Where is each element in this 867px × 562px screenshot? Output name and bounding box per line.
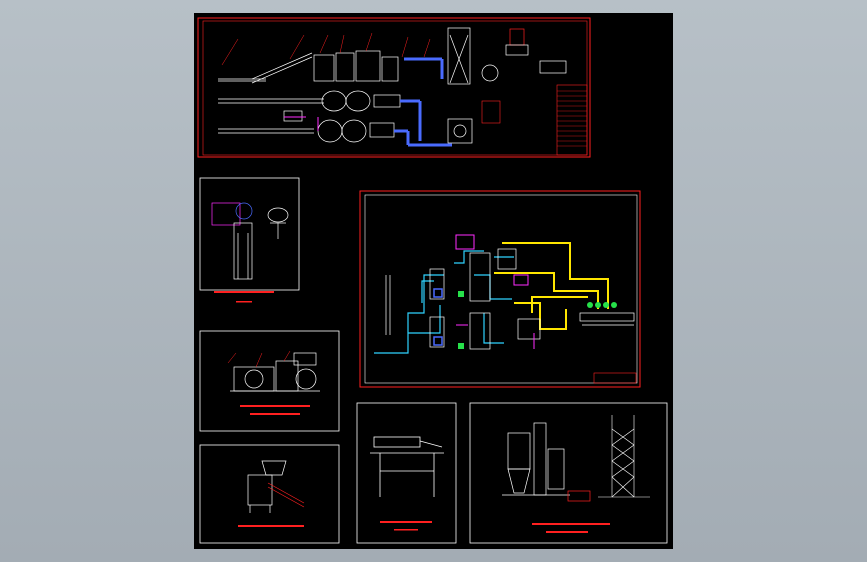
sheet-inner-frame (202, 20, 588, 156)
frame-labels (380, 521, 432, 531)
sheet-frame (199, 330, 340, 432)
blue-motors (433, 288, 443, 346)
sheet-tower-detail[interactable] (469, 402, 668, 544)
white-equipment (385, 248, 635, 350)
frame-equipment (370, 436, 444, 497)
sheet-main-layout[interactable] (197, 17, 591, 158)
magenta-equipment (455, 234, 535, 349)
sheet-frame (356, 402, 457, 544)
drawing-svg (197, 17, 668, 544)
sheet-elevation-detail-2[interactable] (199, 330, 340, 432)
sheet-frame (197, 17, 591, 158)
sheet-process-flow-diagram[interactable] (359, 190, 641, 388)
elevation-labels (214, 291, 274, 303)
upper-process-line (218, 27, 567, 85)
upper-leader-lines (221, 32, 431, 66)
sheet-frame (359, 190, 641, 388)
mill-leaders (227, 350, 291, 368)
mill-equipment (230, 352, 320, 392)
lattice-tower (598, 415, 650, 498)
sheet-support-frame-detail[interactable] (356, 402, 457, 544)
annotation-box (481, 100, 501, 124)
feeder-labels (238, 525, 304, 527)
sheet-frame (199, 177, 300, 291)
mill-labels (240, 405, 310, 415)
sheet-conveyor-detail[interactable] (199, 444, 340, 544)
pipe-magenta (284, 116, 319, 131)
cyan-pipeline (374, 250, 514, 354)
elevation-equipment (211, 202, 289, 280)
drawing-canvas[interactable] (194, 13, 673, 549)
feeder-equipment (247, 460, 305, 513)
tower-labels (532, 523, 610, 533)
lower-process-line (218, 118, 473, 147)
green-valves (458, 291, 617, 349)
sheet-elevation-detail-1[interactable] (199, 177, 300, 303)
title-block (593, 372, 637, 384)
sheet-inner-frame (364, 194, 638, 384)
sheet-frame (199, 444, 340, 544)
middle-process-line (218, 90, 422, 141)
cyclone-equipment (502, 422, 591, 502)
yellow-pipeline (494, 242, 609, 330)
title-block (556, 84, 588, 156)
sheet-frame (469, 402, 668, 544)
